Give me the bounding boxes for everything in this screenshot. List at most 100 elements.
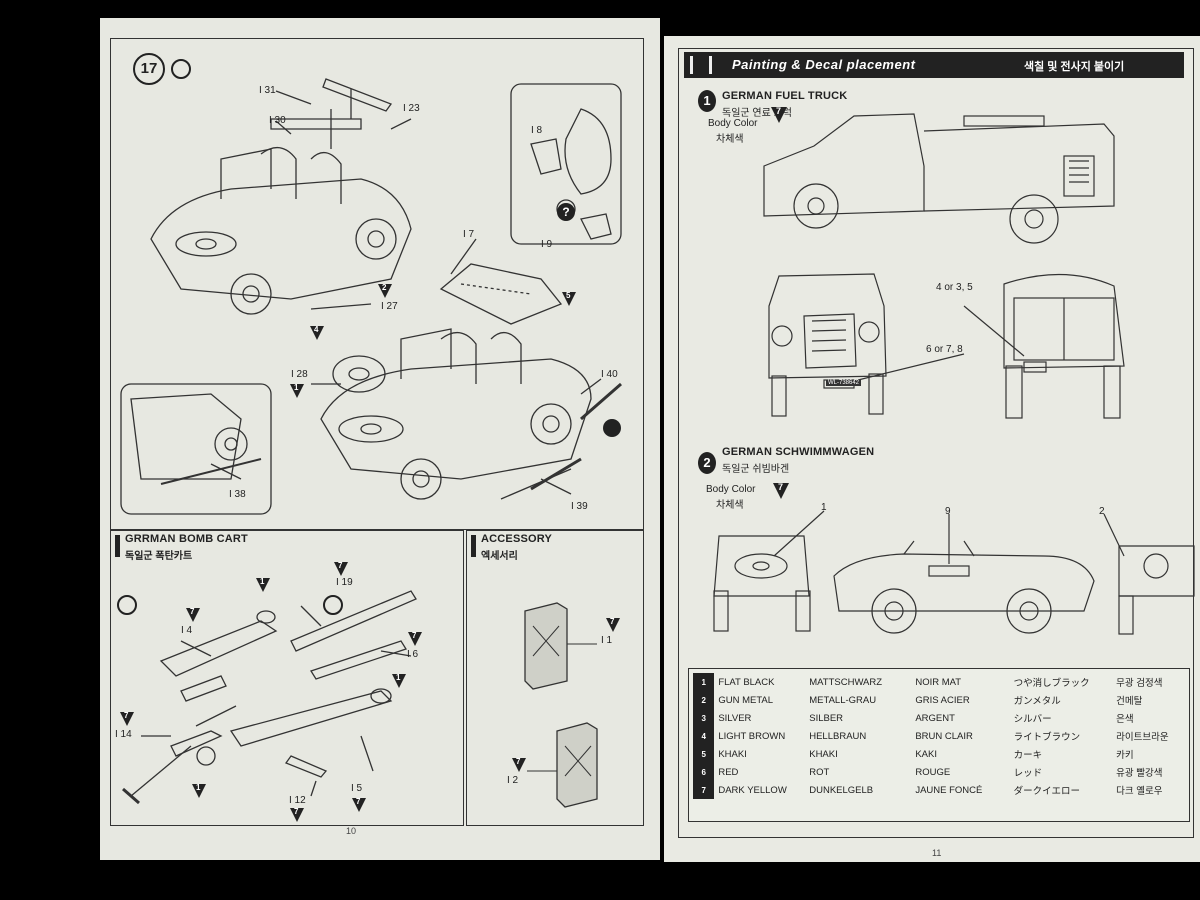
page-number: 11 (932, 848, 942, 858)
color-name-english: FLAT BLACK (718, 676, 775, 688)
color-marker-7: 7 (351, 797, 367, 813)
color-name-french: GRIS ACIER (915, 694, 970, 706)
part-label-i39: I 39 (571, 501, 588, 512)
section-number-badge: 1 (698, 90, 716, 112)
color-name-french: NOIR MAT (915, 676, 962, 688)
question-mark-icon: ? (557, 203, 575, 221)
schwimmwagen-drawings (713, 510, 1195, 635)
color-name-korean: 건메탈 (1116, 696, 1143, 707)
color-name-japanese: ライトブラウン (1013, 732, 1081, 743)
color-name-korean: 카키 (1116, 750, 1134, 761)
color-name-japanese: レッド (1013, 768, 1043, 779)
header-banner: Painting & Decal placement 색칠 및 전사지 붙이기 (684, 52, 1184, 78)
body-color-marker: 7 (772, 482, 790, 500)
body-color-label: Body Color (708, 118, 758, 129)
color-name-german: MATTSCHWARZ (809, 676, 883, 688)
color-marker-7: 7 (605, 617, 621, 633)
fuel-truck-subtitle: 독일군 연료 트럭 (722, 108, 792, 119)
license-plate: WL-738642 (826, 380, 862, 386)
color-name-english: KHAKI (718, 748, 747, 760)
color-number-marker: 2 (693, 691, 715, 709)
accessory-subtitle: 엑세서리 (481, 551, 518, 562)
part-label-i28: I 28 (291, 369, 308, 380)
bomb-cart-panel: GRRMAN BOMB CART 독일군 폭탄카트 (110, 530, 464, 826)
body-color-korean: 차체색 (716, 134, 744, 145)
color-marker-2: 2 (377, 283, 393, 299)
color-number-marker: 3 (693, 709, 715, 727)
color-name-korean: 은색 (1116, 714, 1134, 725)
color-name-korean: 무광 검정색 (1116, 678, 1163, 689)
right-page: Painting & Decal placement 색칠 및 전사지 붙이기 … (664, 36, 1200, 862)
body-color-label: Body Color (706, 484, 756, 495)
color-name-english: RED (718, 766, 739, 778)
color-marker-7: 7 (185, 607, 201, 623)
part-label-i27: I 27 (381, 301, 398, 312)
part-label-i30: I 30 (269, 115, 286, 126)
no-glue-icon (323, 595, 343, 615)
color-number-marker: 4 (693, 727, 715, 745)
fuel-truck-drawings (763, 113, 1125, 419)
color-number-marker: 5 (693, 745, 715, 763)
color-name-german: ROT (809, 766, 830, 778)
part-label-i8: I 8 (531, 125, 543, 136)
glue-icon (117, 595, 137, 615)
color-name-german: HELLBRAUN (809, 730, 867, 742)
color-name-english: GUN METAL (718, 694, 774, 706)
left-page: 17 (100, 18, 660, 860)
section-number-badge: 2 (698, 452, 716, 474)
accessory-title: ACCESSORY (481, 533, 553, 545)
part-label-i31: I 31 (259, 85, 276, 96)
color-marker-1: 1 (191, 783, 207, 799)
color-marker-7: 7 (511, 757, 527, 773)
color-name-korean: 라이트브라운 (1116, 732, 1169, 743)
color-number-marker: 7 (693, 781, 715, 799)
banner-title: Painting & Decal placement (732, 57, 916, 72)
part-label-i9: I 9 (541, 239, 553, 250)
color-number-marker: 6 (693, 763, 715, 781)
part-label-i38: I 38 (229, 489, 246, 500)
color-name-french: ARGENT (915, 712, 955, 724)
bomb-cart-title: GRRMAN BOMB CART (125, 533, 248, 545)
color-marker-7: 7 (407, 631, 423, 647)
color-number-marker: 1 (693, 673, 715, 691)
color-marker-7: 7 (333, 561, 349, 577)
step-number-badge: 17 (133, 53, 165, 85)
color-marker-4: 4 (309, 325, 325, 341)
color-name-english: SILVER (718, 712, 752, 724)
part-label-i23: I 23 (403, 103, 420, 114)
body-color-marker: 7 (770, 106, 788, 124)
schwimmwagen-title: GERMAN SCHWIMMWAGEN (722, 446, 875, 458)
color-name-korean: 다크 옐로우 (1116, 786, 1163, 797)
decal-callout-6-or-7-8: 6 or 7, 8 (926, 344, 963, 355)
banner-stripes (690, 56, 712, 74)
part-label-i4: I 4 (181, 625, 193, 636)
section-bar (471, 535, 476, 557)
color-name-german: METALL-GRAU (809, 694, 877, 706)
bomb-cart-drawing (122, 590, 417, 805)
color-name-english: LIGHT BROWN (718, 730, 786, 742)
part-label-i1: I 1 (601, 635, 613, 646)
color-name-japanese: ガンメタル (1013, 696, 1061, 707)
part-label-i6: I 6 (407, 649, 419, 660)
schwimmwagen-assembly-drawing (120, 78, 622, 515)
banner-title-korean: 색칠 및 전사지 붙이기 (1024, 61, 1125, 73)
decal-callout-1: 1 (821, 502, 827, 513)
color-marker-1: 1 (255, 577, 271, 593)
page-number: 10 (346, 826, 357, 836)
color-name-japanese: シルバー (1013, 714, 1052, 725)
part-label-i40: I 40 (601, 369, 618, 380)
part-label-i7: I 7 (463, 229, 475, 240)
color-name-french: KAKI (915, 748, 937, 760)
color-name-french: ROUGE (915, 766, 951, 778)
part-label-i12: I 12 (289, 795, 306, 806)
color-marker-1: 1 (391, 673, 407, 689)
color-marker-7: 7 (119, 711, 135, 727)
color-name-french: JAUNE FONCÉ (915, 784, 983, 796)
glue-icon (171, 59, 191, 79)
